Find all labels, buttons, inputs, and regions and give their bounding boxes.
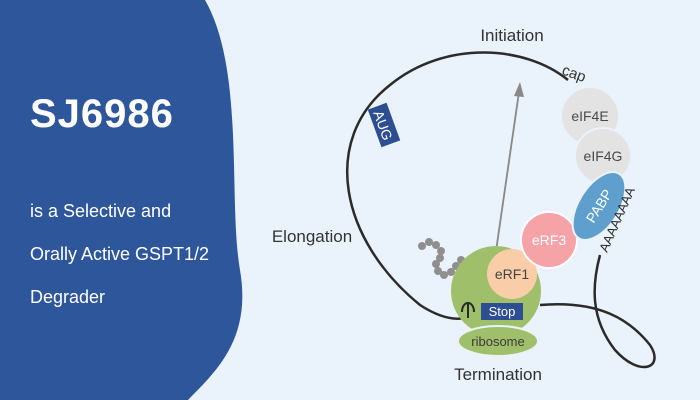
eif4g-label: eIF4G <box>584 148 623 164</box>
elongation-label: Elongation <box>272 227 352 246</box>
eif4e-label: eIF4E <box>571 108 608 124</box>
aug-codon-box: AUG <box>367 102 401 148</box>
initiation-arrowhead <box>514 82 524 97</box>
pabp-factor: PABP <box>571 171 627 241</box>
ribosome-small-subunit <box>457 325 539 357</box>
mrna-loop <box>346 51 569 320</box>
initiation-label: Initiation <box>480 26 543 45</box>
cap-label: cap <box>560 62 589 86</box>
stop-codon-box <box>481 303 523 320</box>
erf1-factor <box>487 249 537 299</box>
subtitle-line-3: Degrader <box>30 287 106 307</box>
subtitle-line-2: Orally Active GSPT1/2 <box>30 244 210 264</box>
erf1-label: eRF1 <box>495 266 529 282</box>
stop-codon-label: Stop <box>489 304 516 319</box>
ribosome-label: ribosome <box>471 334 524 349</box>
erf3-factor <box>520 211 578 269</box>
subtitle-line-1: is a Selective and <box>30 201 172 221</box>
termination-label: Termination <box>454 365 542 384</box>
trna-icon <box>461 302 475 318</box>
initiation-arrow-shaft <box>494 91 520 259</box>
left-blue-panel <box>0 0 243 400</box>
erf3-label: eRF3 <box>532 232 566 248</box>
mrna-tail <box>539 254 656 369</box>
compound-title: SJ6986 <box>30 92 174 136</box>
